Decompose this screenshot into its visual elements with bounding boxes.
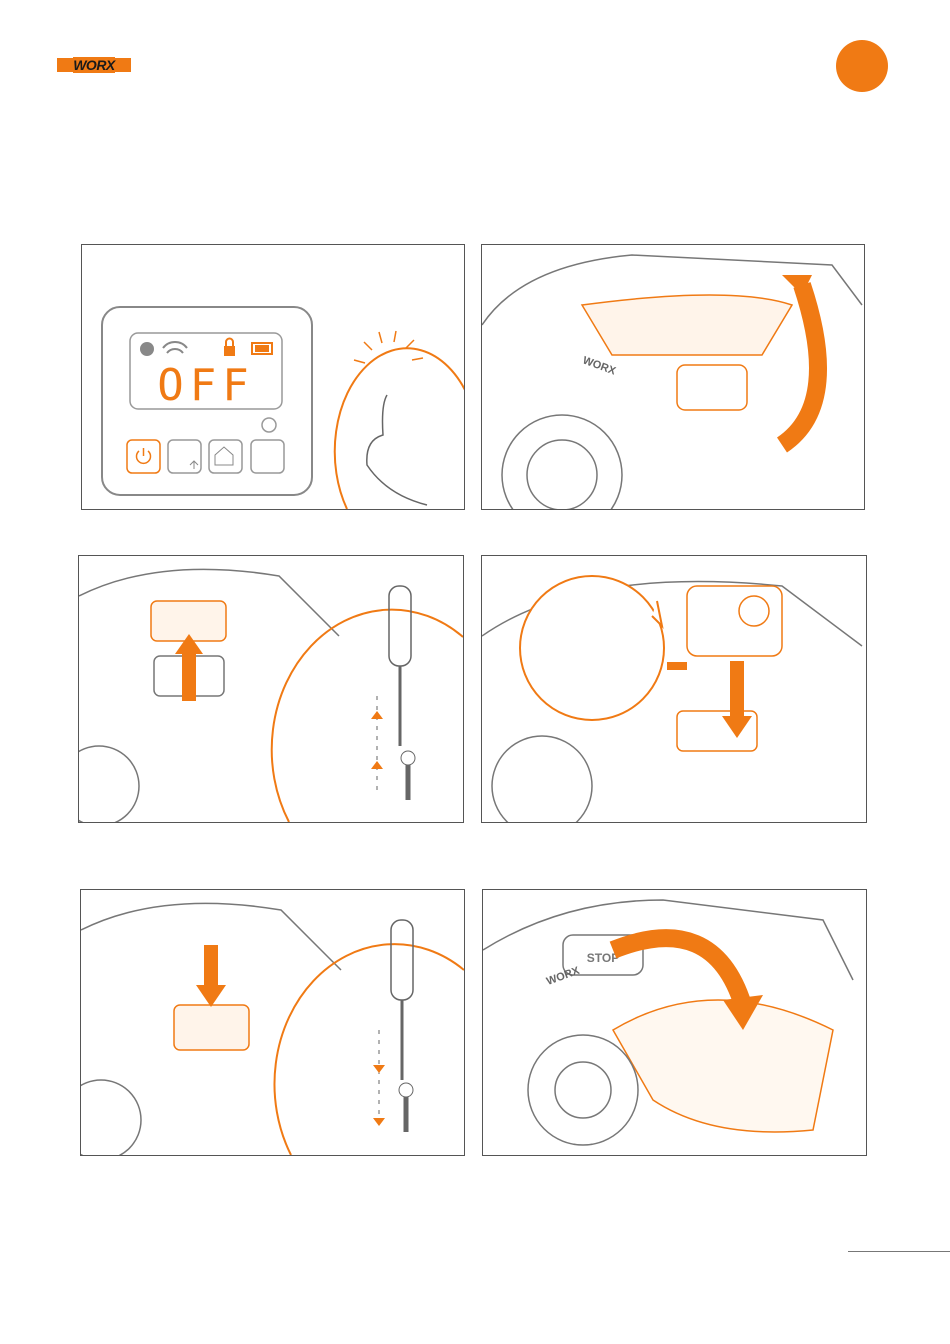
panel-control-display: OFF [81, 244, 465, 510]
power-button [126, 439, 161, 474]
panel-refit-cover [80, 889, 465, 1156]
stop-label: STOP [587, 951, 619, 965]
rotate-arrow [776, 282, 827, 453]
rotate-arrow [609, 929, 752, 1008]
worx-logo: WORX [57, 57, 131, 73]
panel-remove-cover [78, 555, 464, 823]
wifi-icon [162, 341, 188, 354]
lock-icon [224, 346, 235, 356]
close-lid-illustration: STOP WORX [483, 899, 854, 1146]
battery-icon [251, 342, 273, 355]
clock-icon [140, 342, 154, 356]
screwdriver-icon [390, 919, 414, 1001]
remove-cover-illustration [79, 568, 463, 822]
refit-cover-illustration [81, 902, 464, 1155]
step-badge [836, 40, 888, 92]
home-button [208, 439, 243, 474]
mower-logo: WORX [581, 355, 618, 378]
home-icon [214, 446, 234, 466]
panel-close-lid: STOP WORX [482, 889, 867, 1156]
up-button [167, 439, 202, 474]
insert-module-illustration [482, 575, 863, 822]
logo-text: WORX [73, 57, 115, 73]
control-panel-illustration: OFF [101, 306, 464, 509]
detail-callout [519, 575, 665, 721]
panel-insert-module [481, 555, 867, 823]
footer-divider [848, 1251, 950, 1252]
power-icon [135, 448, 152, 465]
screwdriver-icon [388, 585, 412, 667]
finger-icon [366, 394, 428, 506]
display-text: OFF [157, 360, 254, 411]
screw-icon [398, 1082, 414, 1098]
blank-button [250, 439, 285, 474]
screw-icon [400, 750, 416, 766]
open-lid-illustration: WORX [482, 254, 863, 509]
panel-open-lid: WORX [481, 244, 865, 510]
